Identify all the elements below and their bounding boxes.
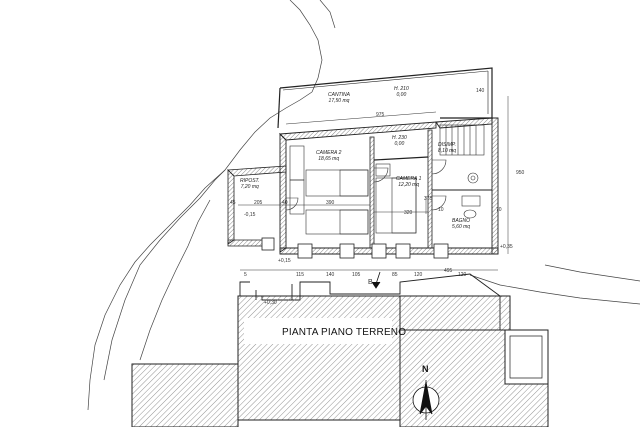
- section-b-label: B: [368, 279, 373, 286]
- dimension-lines: [238, 96, 509, 271]
- dim-390: 390: [326, 200, 335, 206]
- dim-140b: 140: [326, 272, 335, 278]
- cantina-outline: [277, 67, 493, 129]
- room-ripost-label: RIPOST. 7,20 mq: [240, 178, 260, 190]
- level-terrace: +0,30: [264, 300, 277, 306]
- plan-title: PIANTA PIANO TERRENO: [282, 327, 407, 338]
- room-camera2-name: CAMERA 2: [316, 150, 342, 156]
- dim-85: 85: [392, 272, 398, 278]
- camera1-height-text: H. 230: [392, 135, 407, 141]
- room-bagno-area: 5,60 mq: [452, 224, 471, 230]
- building-walls: [227, 117, 499, 255]
- dim-10: 10: [438, 207, 444, 213]
- level-ripost: -0,15: [244, 212, 256, 218]
- lower-building-hatched: [131, 295, 549, 427]
- level-mid: +0,15: [278, 258, 291, 264]
- doors: [285, 159, 447, 211]
- section-marker: [371, 271, 381, 289]
- window-openings: [261, 237, 449, 259]
- room-bagno-label: BAGNO 5,60 mq: [452, 218, 470, 230]
- room-camera1-label: CAMERA 1 12,20 mq: [396, 176, 421, 188]
- dim-120b: 120: [458, 272, 467, 278]
- room-cantina-label: CANTINA 17,50 mq: [328, 92, 350, 104]
- terrain-contours: [87, 0, 640, 411]
- dim-120: 120: [414, 272, 423, 278]
- dim-45: 45: [230, 200, 236, 206]
- room-bagno-name: BAGNO: [452, 218, 471, 224]
- dim-115: 115: [296, 272, 304, 278]
- dim-375: 375: [424, 196, 433, 202]
- room-ripost-area: 7,20 mq: [240, 184, 259, 190]
- room-camera1-area: 12,20 mq: [398, 182, 420, 188]
- room-disimp-area: 8,10 mq: [438, 148, 457, 154]
- dim-495: 495: [444, 268, 453, 274]
- room-camera2-area: 18,65 mq: [318, 156, 340, 162]
- dim-40: 40: [282, 200, 288, 206]
- dim-975: 975: [376, 112, 385, 118]
- stairs: [439, 124, 485, 156]
- dim-5: 5: [244, 272, 247, 278]
- bathroom-fixtures: [461, 172, 481, 219]
- cantina-level-text: 0,00: [396, 92, 407, 98]
- room-ripost-name: RIPOST.: [240, 178, 260, 184]
- dim-320: 320: [404, 210, 413, 216]
- dim-950: 950: [516, 170, 525, 176]
- beds: [305, 169, 417, 235]
- room-disimp-name: DISIMP.: [438, 142, 457, 148]
- cantina-height-text: H. 210: [394, 86, 409, 92]
- furniture: [289, 145, 391, 215]
- dim-105: 105: [352, 272, 361, 278]
- dim-70: 70: [496, 207, 502, 213]
- room-camera1-height: H. 230 0,00: [392, 135, 407, 147]
- room-cantina-area: 17,50 mq: [328, 98, 350, 104]
- dim-140: 140: [476, 88, 485, 94]
- room-camera2-label: CAMERA 2 18,65 mq: [316, 150, 341, 162]
- dim-205: 205: [254, 200, 263, 206]
- camera1-level-text: 0,00: [394, 141, 405, 147]
- room-cantina-name: CANTINA: [328, 92, 350, 98]
- room-cantina-height: H. 210 0,00: [394, 86, 409, 98]
- north-arrow: [412, 380, 440, 420]
- level-right: +0,35: [500, 244, 513, 250]
- room-disimp-label: DISIMP. 8,10 mq: [438, 142, 456, 154]
- north-label: N: [422, 364, 429, 374]
- room-camera1-name: CAMERA 1: [396, 176, 422, 182]
